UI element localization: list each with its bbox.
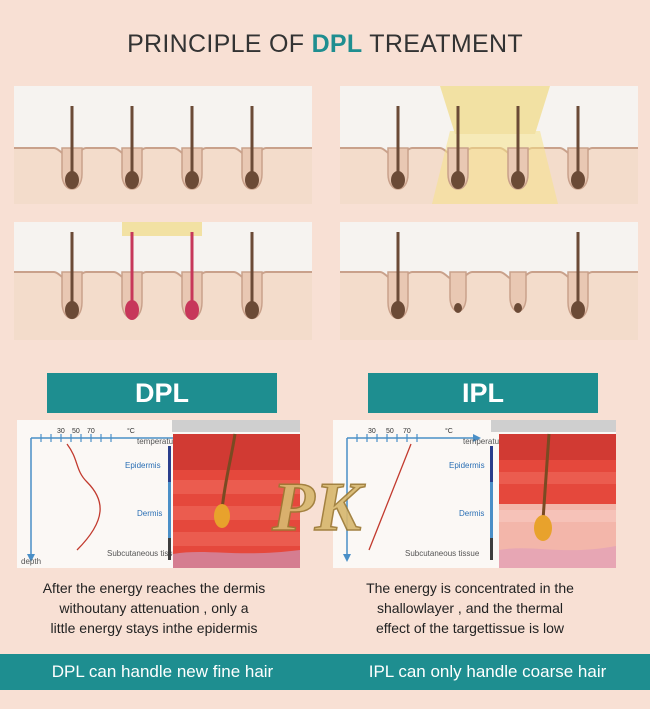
- dpl-subcutaneous-label: Subcutaneous tissue: [107, 549, 182, 558]
- dpl-tick-50: 50: [72, 428, 80, 435]
- ipl-subcutaneous-label: Subcutaneous tissue: [405, 549, 480, 558]
- ipl-dermis-label: Dermis: [459, 509, 484, 518]
- dpl-epidermis-label: Epidermis: [125, 461, 161, 470]
- dpl-label: DPL: [47, 373, 277, 413]
- ipl-tick-50: 50: [386, 428, 394, 435]
- ipl-footer-text: IPL can only handle coarse hair: [368, 662, 607, 681]
- ipl-tick-unit: °C: [445, 427, 453, 435]
- panel-ipl-step2: [340, 222, 638, 340]
- dpl-tick-30: 30: [57, 428, 65, 435]
- pk-watermark-logo: PK: [268, 452, 380, 552]
- svg-text:PK: PK: [271, 469, 366, 546]
- ipl-label: IPL: [368, 373, 598, 413]
- panel-dpl-step2: [14, 222, 312, 340]
- ipl-temperature-label: temperature: [463, 437, 507, 446]
- dpl-footer-text: DPL can handle new fine hair: [51, 662, 274, 681]
- ipl-temperature-diagram: 30 50 70 °C temperature Epidermis Dermis…: [333, 420, 616, 568]
- dpl-description: After the energy reaches the dermis with…: [42, 580, 266, 636]
- dpl-temperature-label: temperature: [137, 437, 181, 446]
- dpl-skin-illustration: [173, 433, 300, 568]
- page-title: PRINCIPLE OF DPL TREATMENT: [127, 30, 523, 58]
- ipl-epidermis-label: Epidermis: [449, 461, 485, 470]
- panel-ipl-step1: [340, 86, 638, 204]
- dpl-dermis-label: Dermis: [137, 509, 162, 518]
- dpl-temperature-diagram: 30 50 70 °C temperature Epidermis Dermis…: [17, 420, 300, 568]
- ipl-skin-illustration: [499, 433, 616, 568]
- dpl-tick-unit: °C: [127, 427, 135, 435]
- ipl-description: The energy is concentrated in the shallo…: [366, 580, 574, 636]
- footer-bar: DPL can handle new fine hair IPL can onl…: [0, 654, 650, 690]
- ipl-tick-70: 70: [403, 428, 411, 435]
- ipl-tick-30: 30: [368, 428, 376, 435]
- title-highlight: DPL: [311, 30, 363, 58]
- dpl-tick-70: 70: [87, 428, 95, 435]
- panel-dpl-step1: [14, 86, 312, 204]
- dpl-depth-label: depth: [21, 557, 41, 566]
